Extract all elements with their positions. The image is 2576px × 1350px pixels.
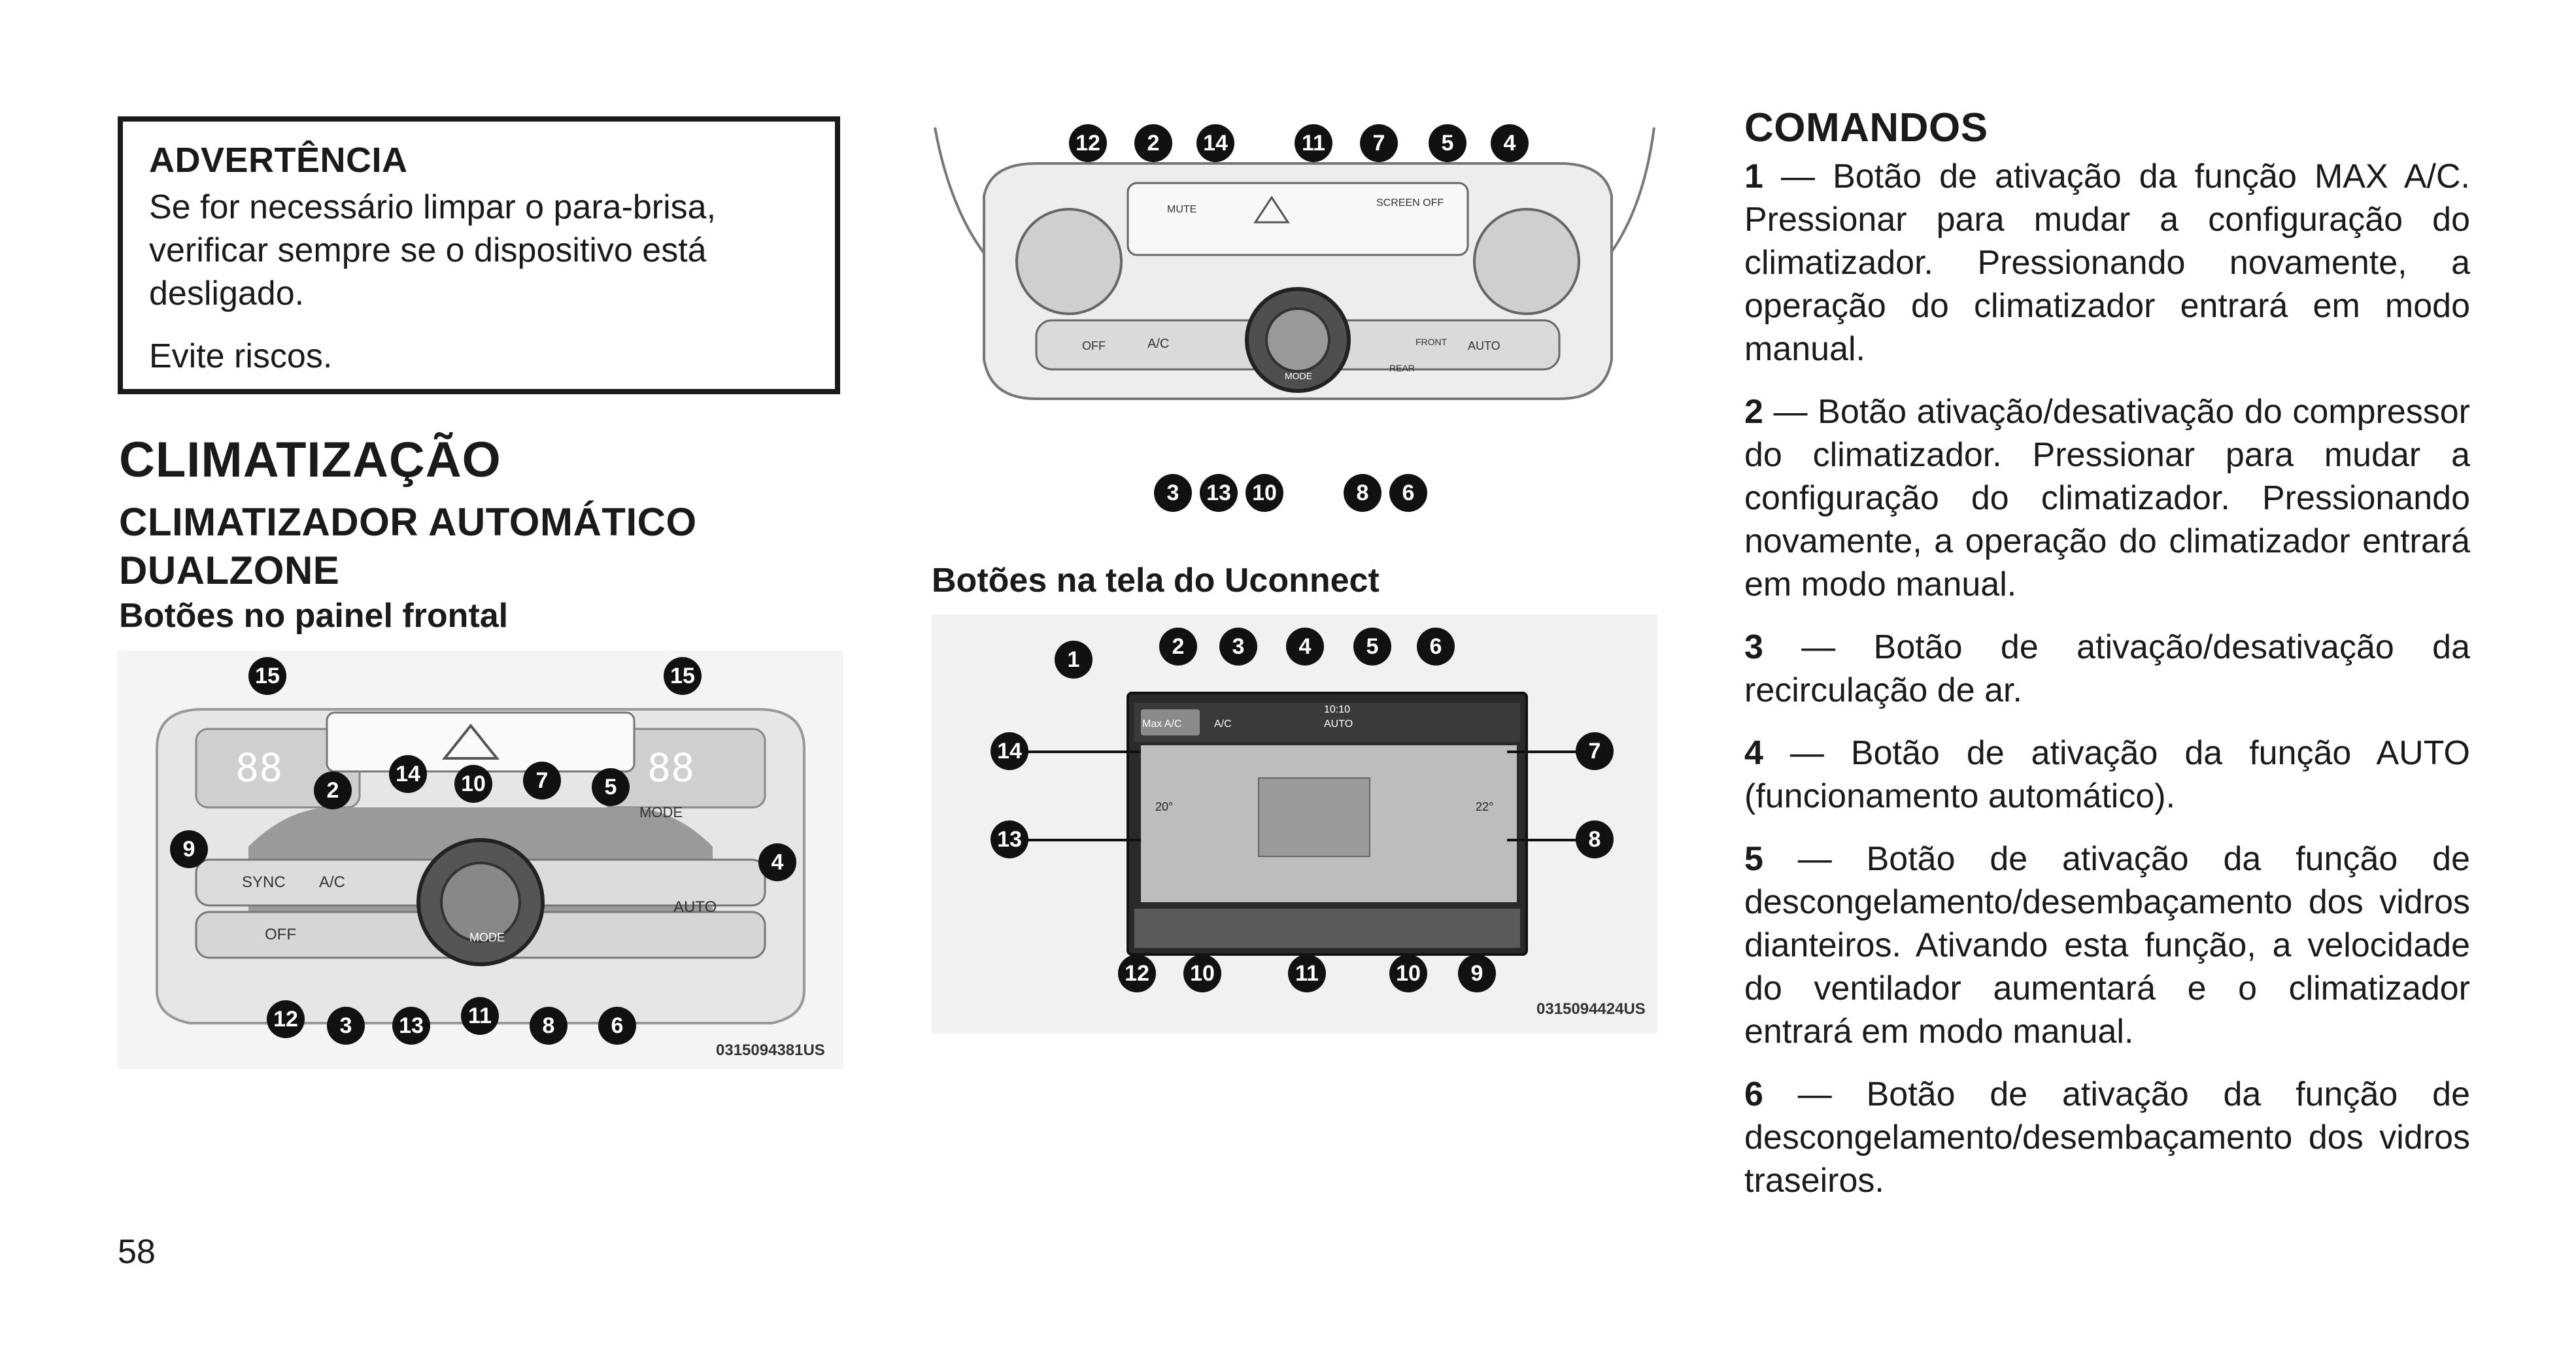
section-title: CLIMATIZAÇÃO: [119, 432, 501, 488]
svg-text:MUTE: MUTE: [1167, 204, 1196, 215]
svg-text:Max A/C: Max A/C: [1142, 718, 1181, 730]
svg-text:AUTO: AUTO: [1468, 339, 1500, 352]
svg-text:22°: 22°: [1476, 800, 1493, 813]
callout-badge: 7: [523, 762, 561, 800]
callout-badge: 5: [1429, 124, 1466, 162]
callout-badge: 1: [1055, 641, 1093, 679]
top-panel-figure: MUTE SCREEN OFF OFF A/C AUTO FRONT REAR …: [932, 124, 1664, 516]
svg-text:A/C: A/C: [319, 873, 345, 891]
warning-text: Se for necessário limpar o para-brisa, v…: [149, 188, 717, 312]
callout-badge: 8: [530, 1007, 568, 1045]
callout-badge: 4: [758, 843, 796, 881]
callout-badge: 6: [1417, 628, 1455, 666]
callout-badge: 4: [1286, 628, 1324, 666]
callout-badge: 13: [392, 1007, 430, 1045]
callout-badge: 6: [598, 1007, 636, 1045]
callout-badge: 15: [664, 657, 702, 695]
callout-badge: 4: [1491, 124, 1529, 162]
callout-badge: 14: [389, 755, 427, 793]
callout-badge: 2: [1159, 628, 1197, 666]
callout-badge: 12: [267, 1000, 305, 1038]
callout-badge: 3: [327, 1007, 365, 1045]
figure-code: 0315094381US: [716, 1041, 825, 1059]
callout-badge: 5: [1353, 628, 1391, 666]
warning-box: ADVERTÊNCIA Se for necessário limpar o p…: [118, 116, 840, 394]
callout-badge: 12: [1069, 124, 1107, 162]
callout-badge: 2: [1134, 124, 1172, 162]
callout-badge: 14: [991, 732, 1028, 770]
svg-text:AUTO: AUTO: [673, 898, 717, 916]
callout-badge: 10: [1183, 954, 1221, 992]
svg-text:A/C: A/C: [1147, 337, 1169, 351]
command-item: 1 — Botão de ativação da função MAX A/C.…: [1744, 158, 2470, 368]
callout-badge: 11: [1288, 954, 1326, 992]
svg-text:88: 88: [235, 745, 282, 791]
svg-text:20°: 20°: [1155, 800, 1173, 813]
callout-badge: 15: [248, 657, 286, 695]
callout-badge: 12: [1118, 954, 1156, 992]
svg-text:MODE: MODE: [1285, 371, 1312, 381]
svg-text:A/C: A/C: [1214, 718, 1232, 730]
callout-badge: 7: [1360, 124, 1398, 162]
callout-badge: 8: [1576, 820, 1614, 858]
svg-text:88: 88: [647, 745, 694, 791]
callout-badge: 2: [314, 771, 352, 809]
uconnect-figure: Max A/C A/C AUTO 10:10 20° 22° 1 2 3 4 5…: [932, 615, 1657, 1033]
subsection-title: CLIMATIZADOR AUTOMÁTICO DUALZONE: [119, 500, 697, 592]
callout-badge: 7: [1576, 732, 1614, 770]
command-item: 4 — Botão de ativação da função AUTO (fu…: [1744, 734, 2470, 815]
front-panel-figure: 88 88 SYNC A/C OFF AUTO MODE MODE 15 15 …: [118, 650, 843, 1069]
callout-badge: 3: [1219, 628, 1257, 666]
command-item: 5 — Botão de ativação da função de desco…: [1744, 840, 2470, 1051]
svg-text:SCREEN OFF: SCREEN OFF: [1376, 197, 1444, 209]
svg-text:FRONT: FRONT: [1415, 337, 1448, 347]
callout-badge: 13: [991, 820, 1028, 858]
front-panel-caption: Botões no painel frontal: [119, 597, 509, 635]
svg-text:AUTO: AUTO: [1324, 718, 1353, 730]
svg-text:MODE: MODE: [639, 804, 683, 820]
svg-text:REAR: REAR: [1389, 363, 1415, 373]
callout-badge: 10: [1389, 954, 1427, 992]
svg-text:MODE: MODE: [469, 931, 505, 944]
warning-text-2: Evite riscos.: [149, 337, 333, 375]
callout-badge: 10: [454, 765, 492, 803]
front-panel-drawing: 88 88 SYNC A/C OFF AUTO MODE MODE: [118, 650, 843, 1069]
command-item: 6 — Botão de ativação da função de desco…: [1744, 1075, 2470, 1200]
warning-title: ADVERTÊNCIA: [149, 141, 408, 180]
figure-code: 0315094424US: [1536, 1000, 1646, 1018]
callout-badge: 14: [1196, 124, 1234, 162]
callout-badge: 9: [170, 830, 208, 868]
command-item: 3 — Botão de ativação/desativação da rec…: [1744, 628, 2470, 709]
callout-badge: 11: [461, 997, 499, 1035]
callout-badge: 6: [1389, 474, 1427, 512]
callout-badge: 13: [1200, 474, 1238, 512]
commands-section: COMANDOS 1 — Botão de ativação da função…: [1744, 105, 2470, 1222]
svg-text:OFF: OFF: [1082, 339, 1106, 352]
svg-text:OFF: OFF: [265, 926, 296, 943]
command-item: 2 — Botão ativação/desativação do compre…: [1744, 393, 2470, 603]
commands-title: COMANDOS: [1744, 105, 1988, 150]
svg-text:SYNC: SYNC: [242, 873, 286, 891]
uconnect-caption: Botões na tela do Uconnect: [932, 562, 1380, 599]
callout-badge: 8: [1344, 474, 1381, 512]
callout-badge: 5: [592, 768, 630, 806]
page-number: 58: [118, 1233, 156, 1271]
callout-badge: 9: [1458, 954, 1496, 992]
top-panel-drawing: MUTE SCREEN OFF OFF A/C AUTO FRONT REAR …: [934, 127, 1655, 400]
svg-text:10:10: 10:10: [1324, 704, 1350, 715]
callout-badge: 11: [1295, 124, 1332, 162]
callout-badge: 10: [1246, 474, 1283, 512]
callout-badge: 3: [1154, 474, 1192, 512]
